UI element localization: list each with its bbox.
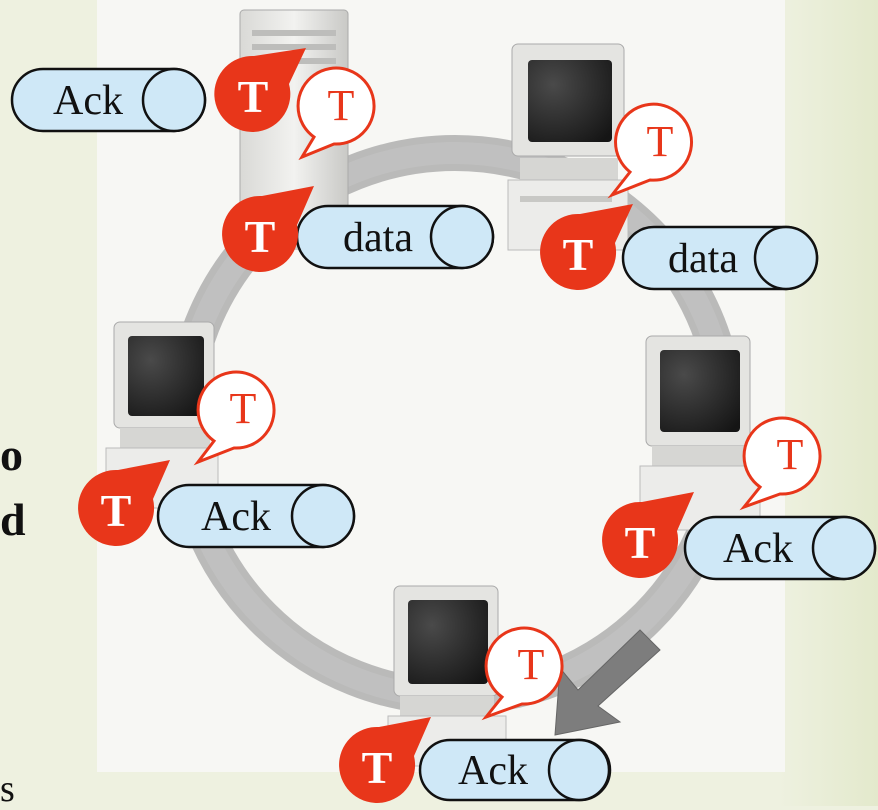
packet-label: Ack: [201, 494, 271, 540]
token-bubble-right: T: [739, 416, 822, 511]
slide-background-stripe: [778, 0, 878, 806]
packet-ack-right: Ack: [683, 515, 877, 581]
token-letter: T: [328, 81, 355, 130]
packet-data-top-right: data: [621, 225, 819, 291]
token-solid-top-right: T: [540, 204, 633, 290]
packet-label: data: [343, 215, 413, 261]
slide-text-fragment-2: d: [0, 494, 26, 545]
packet-label: Ack: [53, 78, 123, 124]
token-bubble-server: T: [296, 66, 376, 161]
slide-text-fragment-1: o: [0, 429, 23, 480]
token-solid-left-mid: T: [78, 460, 170, 546]
token-letter: T: [518, 640, 545, 689]
token-bubble-top-right: T: [607, 102, 693, 199]
packet-ack-left-top: Ack: [10, 67, 207, 133]
token-letter: T: [238, 71, 269, 122]
token-solid-bottom: T: [339, 717, 431, 803]
direction-arrowhead: [554, 629, 661, 736]
token-solid-right: T: [602, 492, 694, 578]
token-letter: T: [563, 229, 594, 280]
packet-label: data: [668, 236, 738, 282]
packet-data-server: data: [295, 204, 495, 270]
computer-top-right: [507, 43, 629, 251]
token-letter: T: [647, 117, 674, 166]
token-letter: T: [230, 384, 257, 433]
token-solid-server: T: [222, 186, 314, 272]
token-letter: T: [101, 485, 132, 536]
token-letter: T: [362, 742, 393, 793]
packet-label: Ack: [458, 748, 528, 794]
token-letter: T: [245, 211, 276, 262]
packet-label: Ack: [723, 526, 793, 572]
token-bubble-bottom: T: [481, 626, 564, 721]
token-letter: T: [625, 517, 656, 568]
packet-ack-bottom: Ack: [418, 738, 612, 802]
packet-ack-left-mid: Ack: [156, 483, 356, 549]
token-bubble-left: T: [193, 370, 276, 466]
computer-right: [639, 335, 761, 531]
token-letter: T: [777, 430, 804, 479]
slide-text-fragment-3: s: [0, 768, 15, 810]
token-solid-left-top: T: [214, 48, 306, 132]
